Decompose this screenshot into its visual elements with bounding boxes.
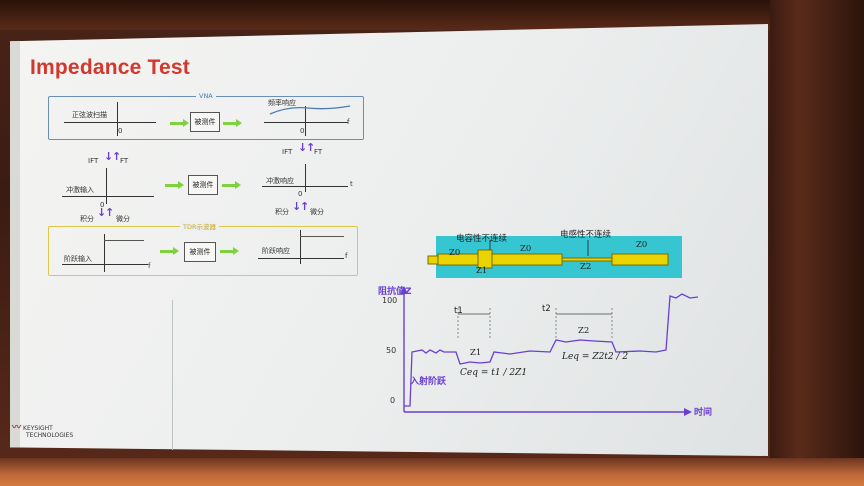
vna-tag: VNA xyxy=(196,92,216,100)
row1-x-axis-label: f xyxy=(347,118,350,126)
transform2-down-arrow: ↓ xyxy=(97,206,107,219)
slide-divider xyxy=(172,300,173,450)
transform1-up-label: FT xyxy=(120,157,129,165)
slide-title: Impedance Test xyxy=(30,56,190,79)
row1-input-origin: 0 xyxy=(118,127,123,135)
y-tick-100: 100 xyxy=(382,296,398,305)
row2-output-origin: 0 xyxy=(298,190,303,198)
capacitance-formula: Ceq = t1 / 2Z1 xyxy=(460,368,528,378)
tdr-tag: TDR示波器 xyxy=(180,221,219,231)
tdr-trace-drawing xyxy=(427,240,669,269)
row1-dut: 被测件 xyxy=(190,112,220,132)
room-ceiling xyxy=(0,0,864,30)
logo-brand: KEYSIGHT xyxy=(23,425,53,432)
transform2-down-label-right: 积分 xyxy=(275,208,289,216)
row2-input-label: 冲激输入 xyxy=(66,186,94,194)
plot-z1-label: Z1 xyxy=(470,348,482,358)
transform2-down-label: 积分 xyxy=(80,215,94,223)
transform1-down-label: IFT xyxy=(88,157,99,165)
row3-input-label: 阶跃输入 xyxy=(64,255,92,263)
transform1-up-arrow-right: ↑ xyxy=(306,141,316,154)
row2-x-axis-label: t xyxy=(350,180,353,188)
y-tick-50: 50 xyxy=(386,346,397,355)
row2-arrow-in xyxy=(165,181,184,189)
trace-z1: Z1 xyxy=(476,266,488,276)
trace-z0-left: Z0 xyxy=(449,248,461,258)
t2-label: t2 xyxy=(542,304,551,314)
row1-arrow-in xyxy=(170,119,189,127)
y-axis-title: 阻抗值Z xyxy=(378,287,412,297)
row1-output-label: 频率响应 xyxy=(268,99,296,107)
transform2-up-arrow-right: ↑ xyxy=(300,200,310,213)
t1-label: t1 xyxy=(454,306,463,316)
y-tick-0: 0 xyxy=(390,396,396,405)
row3-arrow-in xyxy=(160,247,179,255)
logo-sub: TECHNOLOGIES xyxy=(26,432,74,439)
trace-z0-right: Z0 xyxy=(636,240,648,250)
room-right-wall xyxy=(770,0,864,486)
transform1-down-arrow: ↓ xyxy=(104,150,114,163)
keysight-wave-icon: 〰 xyxy=(12,423,22,433)
transform2-up-label: 微分 xyxy=(116,215,130,223)
transform2-up-arrow: ↑ xyxy=(105,206,115,219)
plot-z2-label: Z2 xyxy=(578,326,590,336)
incident-step-label: 入射阶跃 xyxy=(410,377,447,387)
room-floor-glow xyxy=(0,458,864,486)
row2-input-origin: 0 xyxy=(100,201,105,209)
row2-dut: 被测件 xyxy=(188,175,218,195)
trace-z2: Z2 xyxy=(580,262,592,272)
transform1-up-label-right: FT xyxy=(314,148,323,156)
row3-output-label: 阶跃响应 xyxy=(262,247,290,255)
capacitive-discontinuity-label: 电容性不连续 xyxy=(456,234,508,244)
row1-freq-curve xyxy=(269,105,351,115)
row3-arrow-out xyxy=(220,247,239,255)
transform2-up-label-right: 微分 xyxy=(310,208,324,216)
inductance-formula: Leq = Z2t2 / 2 xyxy=(562,352,629,362)
x-axis-title: 时间 xyxy=(694,408,713,418)
row1-input-label: 正弦波扫描 xyxy=(72,111,107,119)
row3-x-axis-label: f xyxy=(148,262,151,270)
trace-z0-mid: Z0 xyxy=(520,244,532,254)
row3-dut: 被测件 xyxy=(184,242,216,262)
transform1-down-label-right: IFT xyxy=(282,148,293,156)
row3-x-axis-label-right: f xyxy=(345,252,348,260)
slide-edge xyxy=(10,24,20,456)
keysight-logo: 〰KEYSIGHT TECHNOLOGIES xyxy=(12,423,74,440)
transform2-down-arrow-right: ↓ xyxy=(292,200,302,213)
row1-output-origin: 0 xyxy=(300,127,305,135)
inductive-discontinuity-label: 电感性不连续 xyxy=(560,230,612,240)
transform1-up-arrow: ↑ xyxy=(112,150,122,163)
row1-arrow-out xyxy=(223,119,242,127)
row2-output-label: 冲激响应 xyxy=(266,177,294,185)
tdr-impedance-plot xyxy=(400,286,699,416)
transform1-down-arrow-right: ↓ xyxy=(298,141,308,154)
row2-arrow-out xyxy=(222,181,241,189)
